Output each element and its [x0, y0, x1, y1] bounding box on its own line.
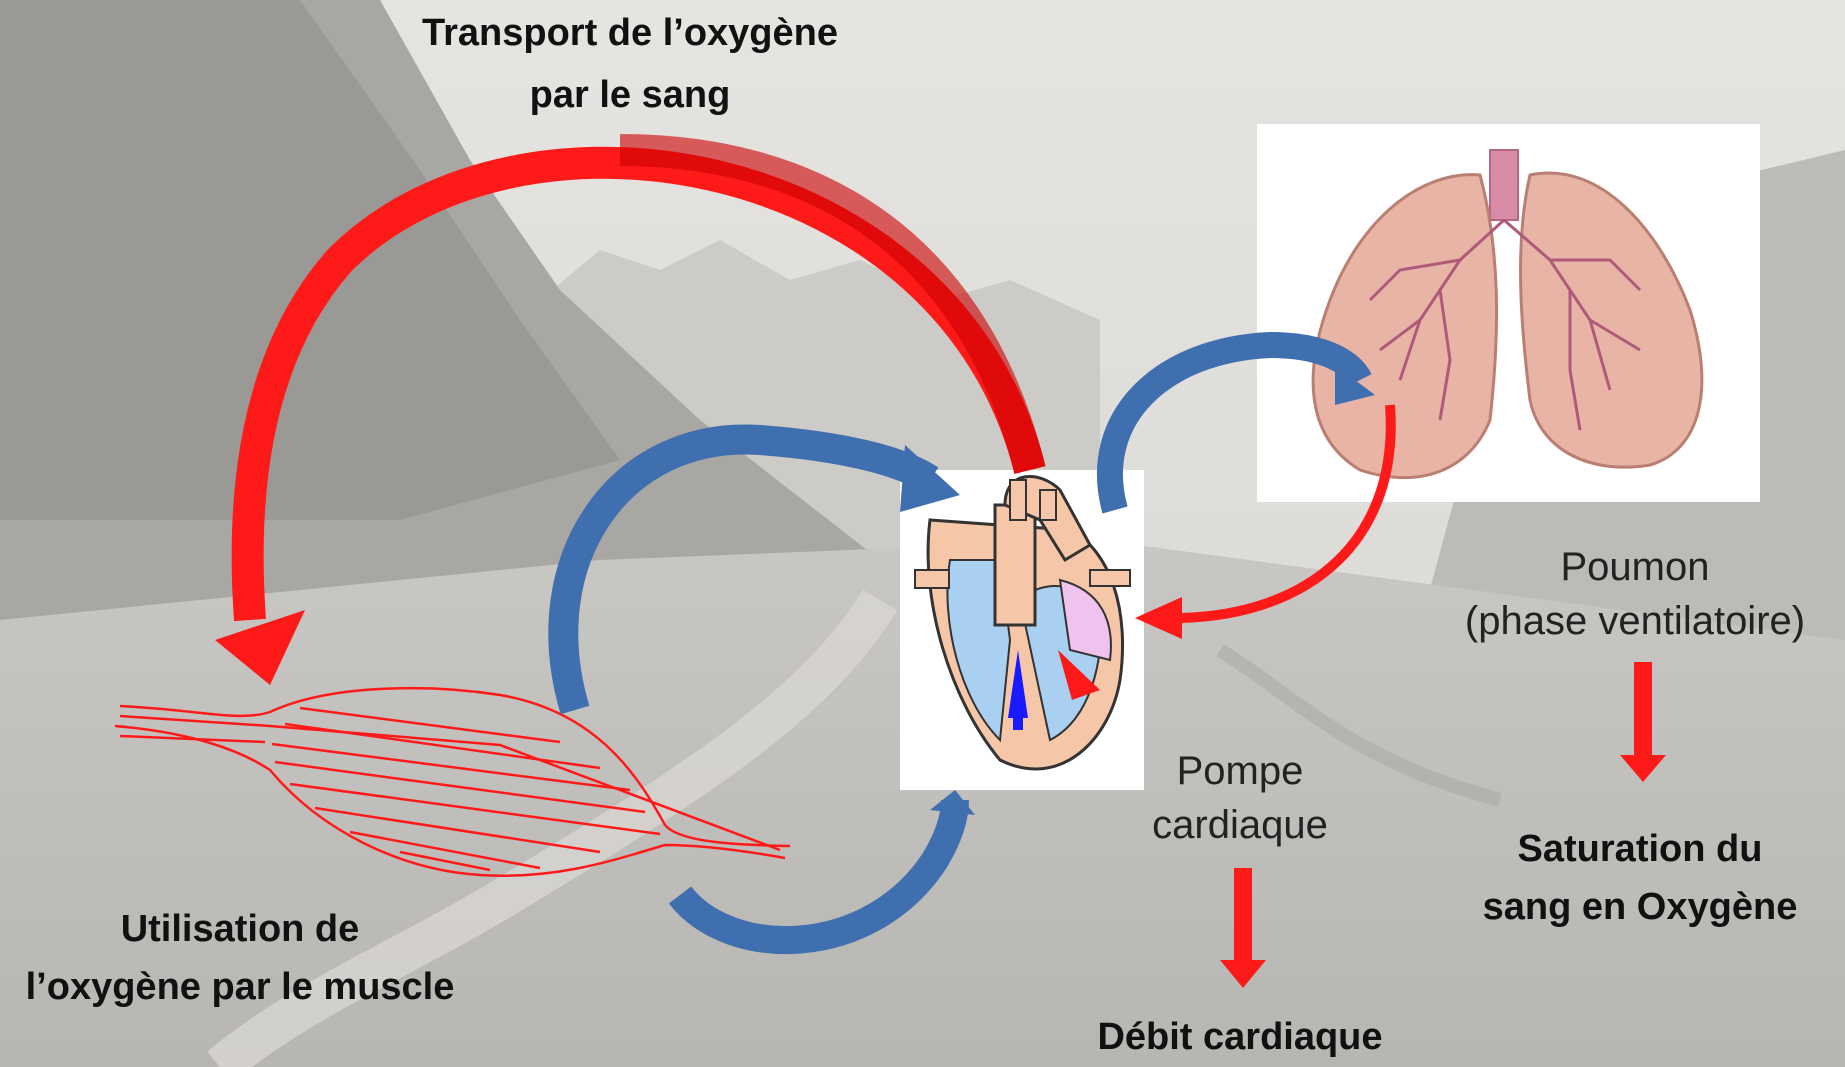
- pompe-label-line1: Pompe: [1130, 744, 1350, 798]
- utilisation-label: Utilisation de l’oxygène par le muscle: [0, 900, 480, 1016]
- venous-return-arrow-upper: [563, 439, 960, 710]
- pompe-label-line2: cardiaque: [1130, 798, 1350, 852]
- oxygen-transport-arrow: [215, 150, 1030, 685]
- lungs-illustration: [1313, 150, 1702, 478]
- poumon-label-line1: Poumon: [1430, 540, 1840, 594]
- venous-return-arrow-lower: [680, 790, 975, 940]
- utilisation-label-line1: Utilisation de: [0, 900, 480, 958]
- pompe-label: Pompe cardiaque: [1130, 744, 1350, 852]
- transport-label-line2: par le sang: [390, 70, 870, 120]
- muscle-illustration: [115, 688, 790, 876]
- transport-label-line1: Transport de l’oxygène: [390, 8, 870, 58]
- heart-illustration: [915, 476, 1130, 768]
- poumon-label: Poumon (phase ventilatoire): [1430, 540, 1840, 648]
- poumon-down-arrow: [1620, 662, 1666, 782]
- transport-label: Transport de l’oxygène par le sang: [390, 8, 870, 120]
- poumon-label-line2: (phase ventilatoire): [1430, 594, 1840, 648]
- saturation-label-line2: sang en Oxygène: [1440, 878, 1840, 936]
- pompe-down-arrow: [1220, 868, 1266, 988]
- saturation-label: Saturation du sang en Oxygène: [1440, 820, 1840, 936]
- debit-label: Débit cardiaque: [1060, 1012, 1420, 1062]
- utilisation-label-line2: l’oxygène par le muscle: [0, 958, 480, 1016]
- saturation-label-line1: Saturation du: [1440, 820, 1840, 878]
